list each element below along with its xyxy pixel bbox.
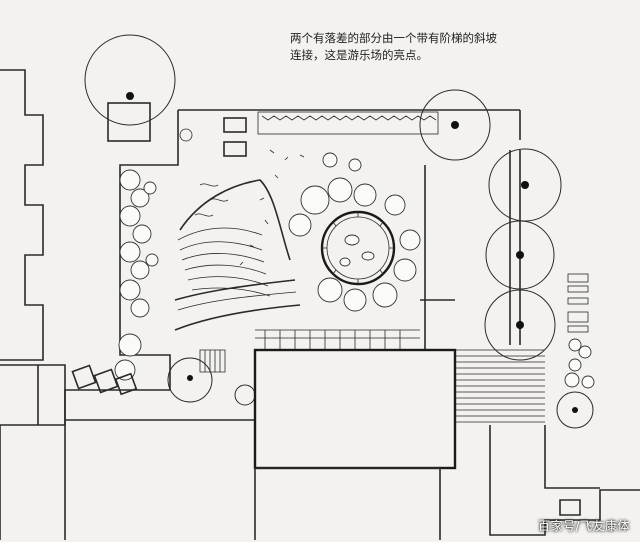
right-steps <box>455 349 545 423</box>
bollard <box>179 128 193 142</box>
right-boundary <box>420 165 455 351</box>
step-pad <box>223 141 247 157</box>
left-shrub-column <box>114 169 159 381</box>
left-building-outline <box>0 69 44 361</box>
lower-play-elements <box>71 349 226 396</box>
stepped-slope <box>174 179 301 331</box>
left-building-lower <box>0 364 66 540</box>
main-building <box>253 348 457 470</box>
central-shrubs <box>288 152 421 312</box>
legend-symbols <box>564 273 595 389</box>
caption-line-1: 两个有落差的部分由一个带有阶梯的斜坡 <box>290 31 497 45</box>
corner-bed <box>107 102 151 142</box>
ground-texture <box>194 149 305 266</box>
right-planting-strip <box>509 150 521 345</box>
step-pad <box>223 117 247 133</box>
upper-hedge-band <box>257 111 439 135</box>
tree-canopies <box>84 34 594 429</box>
watermark: 百家号/飞友康体 <box>537 519 630 533</box>
lower-left-structure <box>64 420 441 540</box>
caption-line-2: 连接，这是游乐场的亮点。 <box>290 48 428 62</box>
site-boundary <box>64 109 521 421</box>
lower-right-building <box>489 425 640 536</box>
caption: 两个有落差的部分由一个带有阶梯的斜坡 连接，这是游乐场的亮点。 <box>290 30 560 64</box>
plaza-grid-edge <box>255 329 420 350</box>
circular-play-area <box>320 210 396 286</box>
